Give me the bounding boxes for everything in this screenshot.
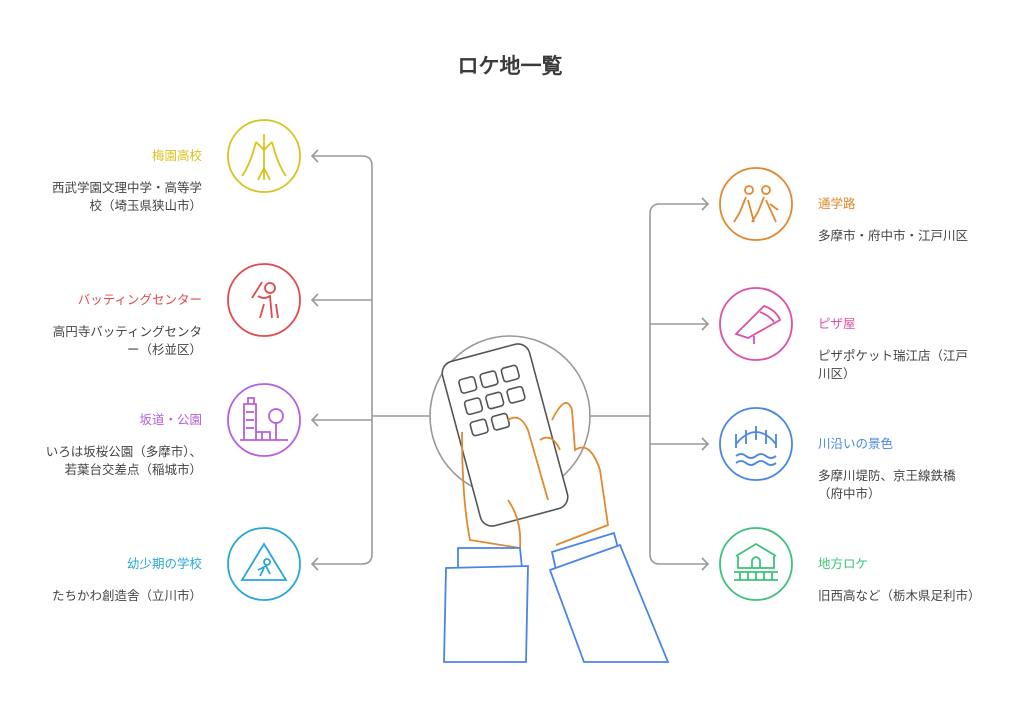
location-desc: ピザポケット瑞江店（江戸川区） [818, 348, 969, 381]
tree-icon [227, 119, 301, 193]
location-slope-park: 坂道・公園いろは坂桜公園（多摩市）、若葉台交差点（稲城市） [42, 411, 202, 479]
location-desc: 西武学園文理中学・高等学校（埼玉県狭山市） [51, 180, 202, 213]
location-desc: 多摩川堤防、京王線鉄橋（府中市） [818, 468, 956, 501]
right-bracket [590, 203, 708, 565]
location-title: 幼少期の学校 [126, 556, 202, 571]
location-title: 地方ロケ [818, 556, 869, 571]
city-park-icon [227, 383, 301, 457]
location-desc: いろは坂桜公園（多摩市）、若葉台交差点（稲城市） [45, 444, 202, 477]
location-title: 川沿いの景色 [818, 436, 894, 451]
left-bracket [312, 155, 432, 565]
pizza-slice-icon [719, 287, 793, 361]
location-umezono-high: 梅園高校西武学園文理中学・高等学校（埼玉県狭山市） [42, 147, 202, 215]
connectors [310, 149, 710, 571]
location-title: ピザ屋 [818, 316, 856, 331]
location-title: 通学路 [818, 196, 856, 211]
location-riverside: 川沿いの景色多摩川堤防、京王線鉄橋（府中市） [818, 435, 978, 503]
location-batting-center: バッティングセンター高円寺バッティングセンター（杉並区） [42, 291, 202, 359]
bridge-river-icon [719, 407, 793, 481]
location-desc: たちかわ創造舎（立川市） [51, 588, 202, 603]
location-desc: 多摩市・府中市・江戸川区 [818, 228, 969, 243]
location-regional: 地方ロケ旧西高など（栃木県足利市） [818, 555, 981, 605]
baseball-batter-icon [227, 263, 301, 337]
location-title: 梅園高校 [151, 148, 202, 163]
children-crossing-icon [227, 527, 301, 601]
location-pizza-shop: ピザ屋ピザポケット瑞江店（江戸川区） [818, 315, 978, 383]
right-arrowheads [701, 197, 710, 571]
location-title: バッティングセンター [77, 292, 202, 307]
location-title: 坂道・公園 [139, 412, 202, 427]
phone-hand-illustration [429, 335, 670, 663]
page-title: ロケ地一覧 [457, 54, 563, 78]
location-desc: 高円寺バッティングセンター（杉並区） [52, 324, 202, 357]
location-desc: 旧西高など（栃木県足利市） [818, 588, 981, 603]
walking-people-icon [719, 167, 793, 241]
left-arrowheads [310, 149, 319, 571]
house-icon [719, 527, 793, 601]
location-childhood-school: 幼少期の学校たちかわ創造舎（立川市） [42, 555, 202, 605]
location-school-route: 通学路多摩市・府中市・江戸川区 [818, 195, 978, 245]
